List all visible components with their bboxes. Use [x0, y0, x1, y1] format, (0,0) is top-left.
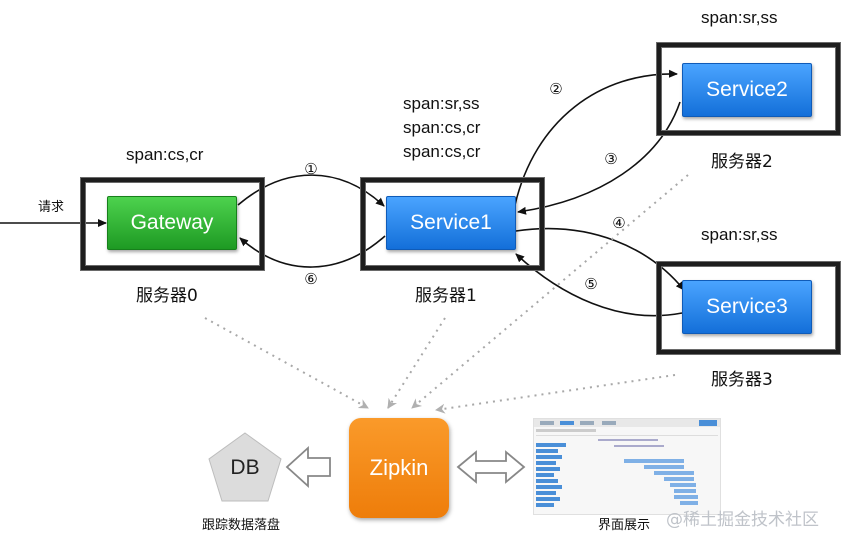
- hollow-arrow-to-db: [285, 445, 331, 489]
- db-caption: 跟踪数据落盘: [202, 518, 281, 533]
- service1-node[interactable]: Service1: [386, 196, 516, 250]
- server1-frame: [361, 178, 544, 270]
- arrow-step-1: [237, 174, 385, 207]
- server3-label: 服务器3: [711, 370, 773, 390]
- server0-label: 服务器0: [136, 286, 198, 306]
- server0-frame: [81, 178, 264, 270]
- watermark: @稀土掘金技术社区: [666, 510, 819, 530]
- db-label: DB: [230, 456, 260, 479]
- arrow-step-6: [239, 235, 386, 268]
- server1-spans: span:sr,ss span:cs,cr span:cs,cr: [403, 94, 481, 161]
- step-4-label: ④: [612, 215, 626, 232]
- gateway-node[interactable]: Gateway: [107, 196, 237, 250]
- server3-spans: span:sr,ss: [701, 225, 778, 244]
- service3-node[interactable]: Service3: [682, 280, 812, 334]
- server1-label: 服务器1: [415, 286, 477, 306]
- server2-spans: span:sr,ss: [701, 8, 778, 27]
- server2-frame: [657, 43, 840, 135]
- arrow-step-2: [514, 69, 678, 206]
- ui-caption: 界面展示: [598, 518, 651, 533]
- step-5-label: ⑤: [584, 276, 598, 293]
- step-3-label: ③: [604, 151, 618, 168]
- hollow-double-arrow-to-ui: [456, 450, 526, 484]
- trace-view-graphic: [534, 419, 720, 507]
- step-1-label: ①: [304, 161, 318, 178]
- db-pentagon: [208, 432, 282, 502]
- step-2-label: ②: [549, 81, 563, 98]
- zipkin-ui-thumbnail[interactable]: [533, 418, 721, 515]
- report-line-server0: [204, 317, 369, 409]
- request-label: 请求: [38, 200, 65, 215]
- step-6-label: ⑥: [304, 271, 318, 288]
- server3-frame: [657, 262, 840, 354]
- report-line-server1: [387, 317, 446, 409]
- server0-spans: span:cs,cr: [126, 145, 204, 164]
- server2-label: 服务器2: [711, 152, 773, 172]
- service2-node[interactable]: Service2: [682, 63, 812, 117]
- arrow-step-3: [517, 101, 681, 215]
- report-line-server3: [435, 374, 676, 414]
- zipkin-node[interactable]: Zipkin: [349, 418, 449, 518]
